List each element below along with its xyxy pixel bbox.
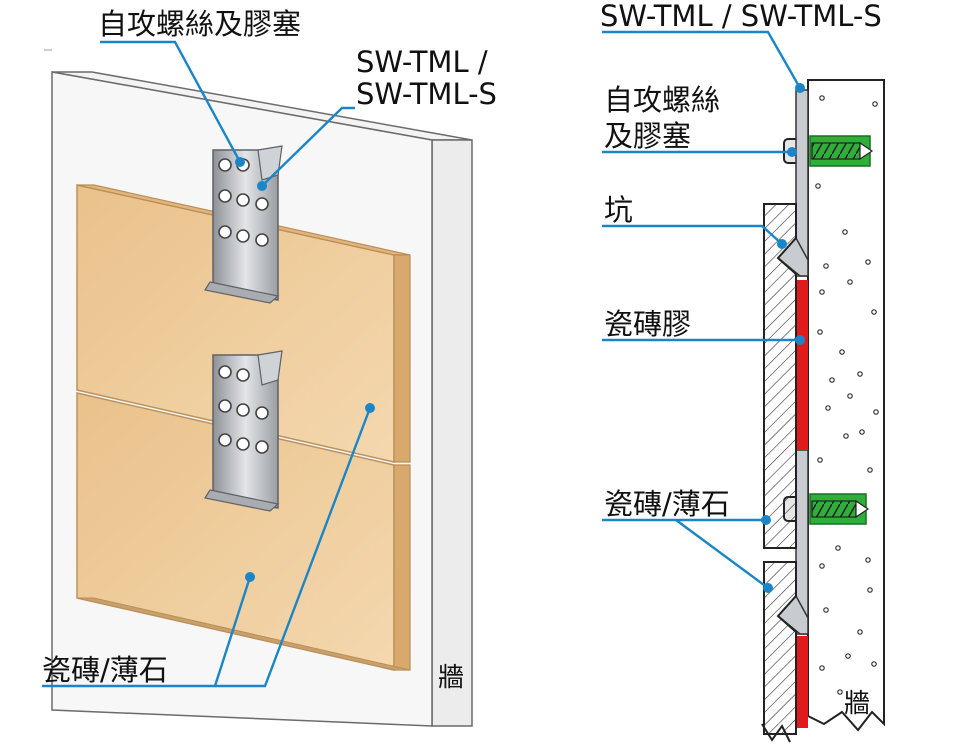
- label-bracket-left-line1: SW-TML /: [356, 45, 488, 79]
- label-wall-right: 牆: [844, 689, 870, 719]
- tile-bottom: [76, 392, 411, 671]
- section-wall: [807, 79, 885, 732]
- right-leader-lines: [602, 30, 802, 589]
- right-section-view: SW-TML / SW-TML-S 自攻螺絲 及膠塞 坑 瓷磚膠 瓷磚/薄石 牆: [600, 0, 885, 743]
- section-break-line: [761, 723, 791, 743]
- right-leader-dots: [761, 83, 805, 593]
- label-tile-left: 瓷磚/薄石: [42, 653, 168, 687]
- label-tile-right: 瓷磚/薄石: [604, 487, 730, 521]
- label-wall-left: 牆: [438, 663, 464, 693]
- label-bracket-left-line2: SW-TML-S: [356, 77, 497, 111]
- label-screw-anchor-right-line2: 及膠塞: [604, 119, 691, 153]
- bracket-upper: [204, 145, 283, 304]
- label-screw-anchor-right-line1: 自攻螺絲: [604, 83, 720, 117]
- bracket-lower: [204, 350, 283, 512]
- left-leader-lines: [42, 40, 372, 688]
- label-groove: 坑: [604, 193, 633, 227]
- label-bracket-right: SW-TML / SW-TML-S: [600, 0, 882, 33]
- label-tile-adhesive: 瓷磚膠: [604, 307, 691, 341]
- label-screw-anchor-left: 自攻螺絲及膠塞: [98, 7, 301, 41]
- left-perspective-view: 自攻螺絲及膠塞 SW-TML / SW-TML-S 瓷磚/薄石 牆: [42, 7, 497, 727]
- adhesive-lower: [797, 636, 808, 728]
- left-leader-dots: [235, 157, 375, 582]
- adhesive-upper: [797, 280, 808, 450]
- tile-section-upper: [763, 203, 797, 549]
